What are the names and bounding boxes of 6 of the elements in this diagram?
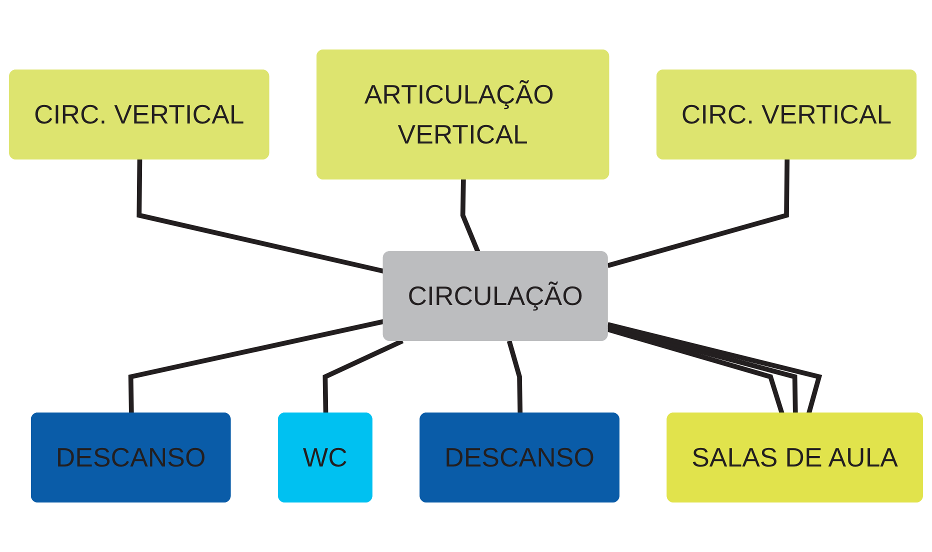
connector: [460, 179, 480, 254]
connector: [322, 338, 404, 414]
connector: [128, 319, 385, 414]
connector: [136, 159, 385, 274]
connector: [607, 159, 790, 268]
connector: [506, 340, 523, 414]
